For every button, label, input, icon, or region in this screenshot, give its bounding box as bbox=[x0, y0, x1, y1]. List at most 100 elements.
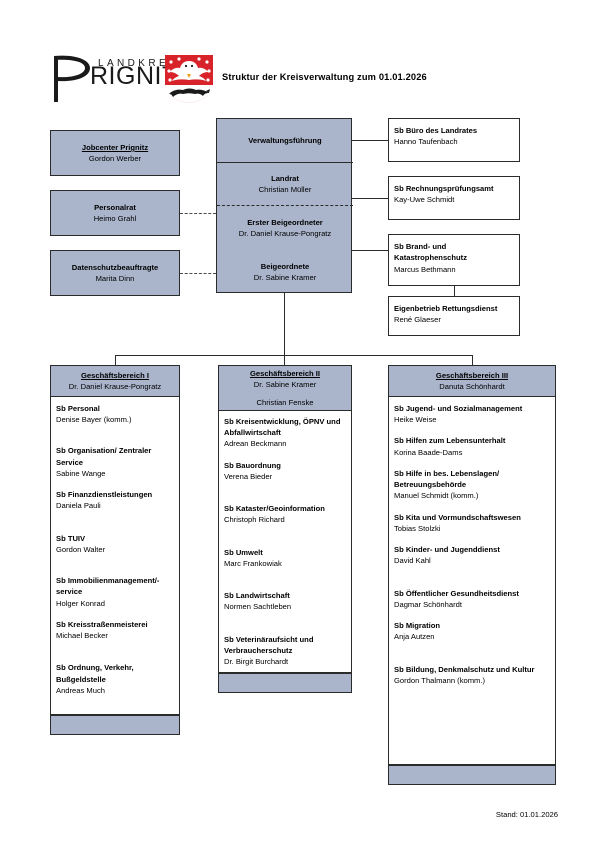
unit-person: Normen Sachtleben bbox=[224, 602, 292, 612]
unit-item[interactable]: Sb TUIV Gordon Walter bbox=[56, 533, 175, 555]
unit-item[interactable]: Sb Kataster/Geoinformation Christoph Ric… bbox=[224, 503, 347, 525]
box-person: Gordon Werber bbox=[88, 154, 142, 163]
unit-title: Sb TUIV bbox=[56, 533, 86, 543]
unit-title: Sb Kreisentwicklung, ÖPNV und Abfallwirt… bbox=[224, 417, 341, 438]
unit-person: David Kahl bbox=[394, 556, 431, 566]
unit-title: Sb Jugend- und Sozialmanagement bbox=[394, 404, 523, 413]
connector-rechnungspruefungsamt bbox=[352, 198, 388, 199]
unit-person: Dagmar Schönhardt bbox=[394, 599, 462, 609]
connector-column-3-down bbox=[472, 355, 473, 365]
central-segment-erster-beigeordneter: Erster Beigeordneter Dr. Daniel Krause-P… bbox=[217, 207, 353, 249]
unit-title: Sb Ordnung, Verkehr, Bußgeldstelle bbox=[56, 663, 134, 684]
column-body-geschaeftsbereich-1: Sb Personal Denise Bayer (komm.) Sb Orga… bbox=[50, 397, 180, 715]
box-person: Marcus Bethmann bbox=[394, 264, 456, 274]
segment-person: Dr. Daniel Krause-Pongratz bbox=[238, 229, 332, 238]
unit-item[interactable]: Sb Immobilienmanagement/-service Holger … bbox=[56, 575, 175, 609]
connector-column-1-down bbox=[115, 355, 116, 365]
box-person: René Glaeser bbox=[394, 315, 441, 325]
box-title: Datenschutzbeauftragte bbox=[71, 263, 159, 272]
unit-item[interactable]: Sb Kreisstraßenmeisterei Michael Becker bbox=[56, 619, 175, 641]
svg-text:LANDKREIS: LANDKREIS bbox=[98, 58, 185, 69]
box-person: Kay-Uwe Schmidt bbox=[394, 195, 455, 205]
unit-item[interactable]: Sb Ordnung, Verkehr, Bußgeldstelle Andre… bbox=[56, 662, 175, 696]
connector-central-down bbox=[284, 293, 285, 355]
column-heading: Geschäftsbereich III bbox=[435, 370, 509, 380]
unit-title: Sb Kita und Vormundschaftswesen bbox=[394, 512, 521, 522]
unit-title: Sb Kreisstraßenmeisterei bbox=[56, 619, 148, 629]
box-sb-buero-des-landrates[interactable]: Sb Büro des Landrates Hanno Taufenbach bbox=[388, 118, 520, 162]
stand-date: Stand: 01.01.2026 bbox=[495, 810, 558, 819]
column-header-geschaeftsbereich-2[interactable]: Geschäftsbereich II Dr. Sabine Kramer Ch… bbox=[218, 365, 352, 411]
unit-title: Sb Kinder- und Jugenddienst bbox=[394, 545, 500, 555]
unit-item[interactable]: Sb Kreisentwicklung, ÖPNV und Abfallwirt… bbox=[224, 416, 347, 450]
unit-item[interactable]: Sb Personal Denise Bayer (komm.) bbox=[56, 403, 175, 425]
unit-title: Sb Veterinäraufsicht und Verbraucherschu… bbox=[224, 634, 314, 655]
unit-title: Sb Immobilienmanagement/-service bbox=[56, 576, 160, 597]
column-footer-geschaeftsbereich-2 bbox=[218, 673, 352, 693]
box-datenschutzbeauftragte[interactable]: Datenschutzbeauftragte Marita Dinn bbox=[50, 250, 180, 296]
unit-item[interactable]: Sb Umwelt Marc Frankowiak bbox=[224, 547, 347, 569]
unit-item[interactable]: Sb Kita und Vormundschaftswesen Tobias S… bbox=[394, 512, 551, 534]
column-lead-1: Dr. Sabine Kramer bbox=[253, 380, 317, 390]
unit-item[interactable]: Sb Landwirtschaft Normen Sachtleben bbox=[224, 590, 347, 612]
box-eigenbetrieb-rettungsdienst[interactable]: Eigenbetrieb Rettungsdienst René Glaeser bbox=[388, 296, 520, 336]
column-header-geschaeftsbereich-1[interactable]: Geschäftsbereich I Dr. Daniel Krause-Pon… bbox=[50, 365, 180, 397]
box-sb-brand-und-katastrophenschutz[interactable]: Sb Brand- und Katastrophenschutz Marcus … bbox=[388, 234, 520, 286]
unit-title: Sb Kataster/Geoinformation bbox=[224, 504, 325, 514]
box-title: Sb Brand- und Katastrophenschutz bbox=[394, 242, 467, 263]
unit-item[interactable]: Sb Jugend- und Sozialmanagement Heike We… bbox=[394, 403, 551, 425]
unit-title: Sb Bauordnung bbox=[224, 460, 281, 470]
box-title: Jobcenter Prignitz bbox=[81, 143, 149, 152]
unit-item[interactable]: Sb Hilfe in bes. Lebenslagen/ Betreuungs… bbox=[394, 468, 551, 502]
box-person: Hanno Taufenbach bbox=[394, 137, 458, 147]
unit-title: Sb Umwelt bbox=[224, 547, 263, 557]
unit-person: Manuel Schmidt (komm.) bbox=[394, 491, 479, 501]
central-segment-landrat: Landrat Christian Müller bbox=[217, 163, 353, 205]
column-footer-geschaeftsbereich-3 bbox=[388, 765, 556, 785]
box-title: Sb Büro des Landrates bbox=[394, 126, 478, 135]
unit-item[interactable]: Sb Veterinäraufsicht und Verbraucherschu… bbox=[224, 634, 347, 668]
unit-title: Sb Migration bbox=[394, 621, 440, 631]
box-title: Personalrat bbox=[94, 203, 136, 212]
unit-item[interactable]: Sb Hilfen zum Lebensunterhalt Korina Baa… bbox=[394, 435, 551, 457]
unit-person: Michael Becker bbox=[56, 631, 108, 641]
column-lead-1: Danuta Schönhardt bbox=[439, 382, 505, 391]
unit-item[interactable]: Sb Organisation/ Zentraler Service Sabin… bbox=[56, 445, 175, 479]
unit-person: Christoph Richard bbox=[224, 515, 285, 525]
unit-item[interactable]: Sb Finanzdienstleistungen Daniela Pauli bbox=[56, 489, 175, 511]
column-body-geschaeftsbereich-2: Sb Kreisentwicklung, ÖPNV und Abfallwirt… bbox=[218, 411, 352, 673]
connector-column-2-down bbox=[284, 355, 285, 365]
unit-person: Adrean Beckmann bbox=[224, 439, 287, 449]
column-body-geschaeftsbereich-3: Sb Jugend- und Sozialmanagement Heike We… bbox=[388, 397, 556, 765]
unit-person: Gordon Walter bbox=[56, 544, 106, 554]
connector-brandschutz bbox=[352, 250, 388, 251]
unit-person: Andreas Much bbox=[56, 685, 105, 695]
box-sb-rechnungspruefungsamt[interactable]: Sb Rechnungsprüfungsamt Kay-Uwe Schmidt bbox=[388, 176, 520, 220]
page-header: LANDKREIS RIGNITZ bbox=[0, 0, 600, 115]
prignitz-coat-of-arms-icon bbox=[163, 54, 215, 104]
unit-item[interactable]: Sb Bildung, Denkmalschutz und Kultur Gor… bbox=[394, 664, 551, 686]
box-title: Eigenbetrieb Rettungsdienst bbox=[394, 304, 498, 313]
box-personalrat[interactable]: Personalrat Heimo Grahl bbox=[50, 190, 180, 236]
column-header-geschaeftsbereich-3[interactable]: Geschäftsbereich III Danuta Schönhardt bbox=[388, 365, 556, 397]
unit-item[interactable]: Sb Migration Anja Autzen bbox=[394, 620, 551, 642]
unit-item[interactable]: Sb Kinder- und Jugenddienst David Kahl bbox=[394, 544, 551, 566]
box-title: Sb Rechnungsprüfungsamt bbox=[394, 184, 494, 193]
box-person: Marita Dinn bbox=[95, 274, 135, 283]
unit-person: Anja Autzen bbox=[394, 632, 435, 642]
column-heading: Geschäftsbereich II bbox=[249, 368, 321, 378]
box-verwaltungsfuehrung-stack[interactable]: Verwaltungsführung Landrat Christian Mül… bbox=[216, 118, 353, 293]
box-jobcenter-prignitz[interactable]: Jobcenter Prignitz Gordon Werber bbox=[50, 130, 180, 176]
unit-person: Daniela Pauli bbox=[56, 501, 101, 511]
unit-title: Sb Bildung, Denkmalschutz und Kultur bbox=[394, 664, 535, 674]
unit-person: Korina Baade-Dams bbox=[394, 447, 463, 457]
column-footer-geschaeftsbereich-1 bbox=[50, 715, 180, 735]
unit-item[interactable]: Sb Bauordnung Verena Bieder bbox=[224, 460, 347, 482]
segment-title: Landrat bbox=[271, 173, 299, 183]
unit-title: Sb Öffentlicher Gesundheitsdienst bbox=[394, 588, 519, 598]
unit-person: Verena Bieder bbox=[224, 471, 273, 481]
connector-datenschutz bbox=[180, 273, 216, 274]
unit-item[interactable]: Sb Öffentlicher Gesundheitsdienst Dagmar… bbox=[394, 588, 551, 610]
unit-person: Tobias Stolzki bbox=[394, 523, 441, 533]
unit-person: Sabine Wange bbox=[56, 468, 106, 478]
